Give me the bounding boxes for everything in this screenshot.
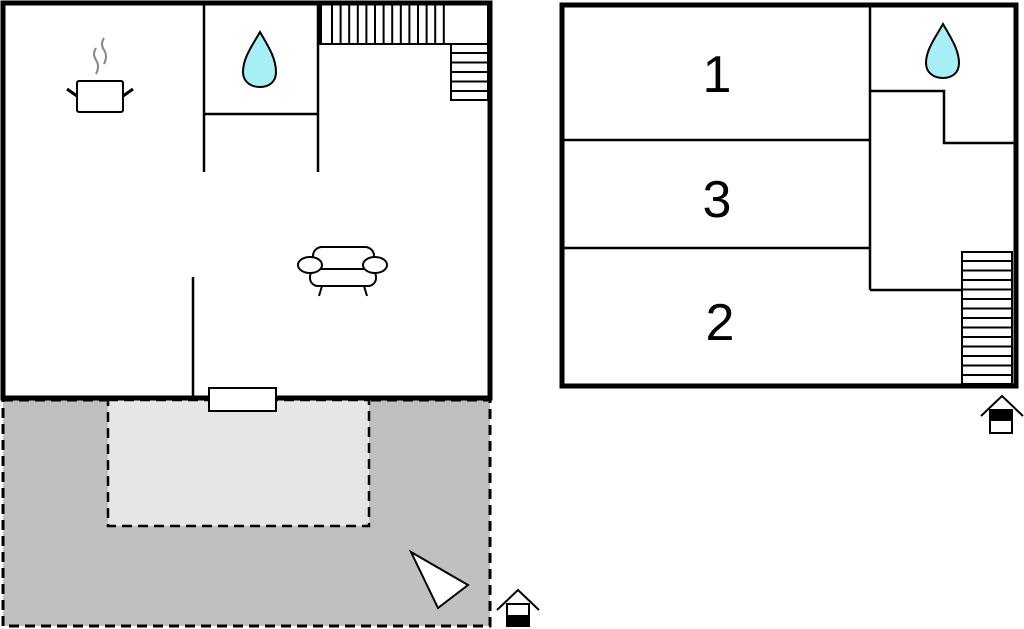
ground-floor-plan	[0, 0, 540, 627]
entrance-door	[208, 387, 277, 412]
kitchen-pot-icon	[66, 37, 134, 113]
staircase	[961, 251, 1013, 385]
room-label-1: 1	[703, 46, 732, 104]
entrance-house-icon	[980, 394, 1024, 434]
room-label-2: 2	[706, 294, 735, 352]
water-drop-icon	[241, 29, 278, 89]
entrance-house-icon	[496, 588, 540, 627]
room-label-3: 3	[703, 171, 732, 229]
sofa-icon	[297, 246, 388, 297]
terrace	[1, 398, 492, 628]
north-arrow-icon	[408, 549, 470, 610]
upper-floor-plan: 1 3 2	[559, 2, 1024, 434]
staircase	[318, 2, 489, 101]
water-drop-icon	[924, 21, 961, 80]
